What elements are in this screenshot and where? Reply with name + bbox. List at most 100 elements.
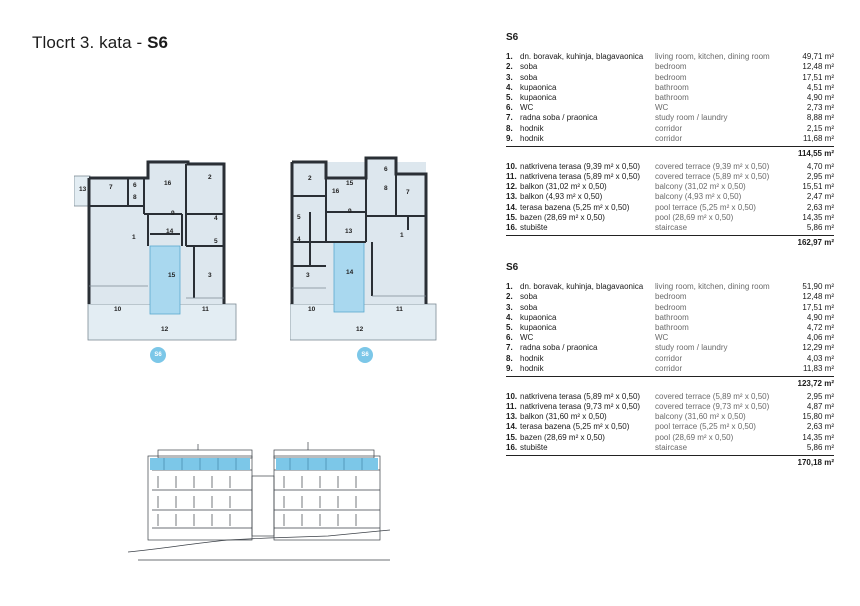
- row-label-hr: bazen (28,69 m² x 0,50): [520, 432, 605, 442]
- pool-shape-right: [333, 241, 365, 313]
- row-label-hr: kupaonica: [520, 92, 557, 102]
- row-area: 4,72 m²: [806, 322, 834, 332]
- row-area: 4,87 m²: [806, 402, 834, 412]
- row-number: 11.: [506, 172, 517, 182]
- row-label-hr: balkon (31,60 m² x 0,50): [520, 412, 607, 422]
- subtotal: 114,55 m²: [506, 145, 834, 158]
- row-label-en: pool terrace (5,25 m² x 0,50): [655, 202, 756, 212]
- pool-shape: [149, 245, 181, 315]
- row-area: 2,15 m²: [806, 123, 834, 133]
- room-label: 8: [133, 194, 137, 201]
- room-label: 2: [308, 175, 312, 182]
- row-label-hr: hodnik: [520, 133, 544, 143]
- row-area: 12,29 m²: [802, 343, 834, 353]
- row-number: 14.: [506, 202, 518, 212]
- row-label-hr: radna soba / praonica: [520, 343, 598, 353]
- room-label: 12: [161, 326, 169, 333]
- room-label: 11: [396, 306, 403, 313]
- row-area: 14,35 m²: [802, 212, 834, 222]
- row-area: 12,48 m²: [802, 292, 834, 302]
- room-label: 6: [133, 182, 137, 189]
- room-label: 6: [384, 166, 388, 173]
- total: 162,97 m²: [506, 235, 834, 247]
- room-label: 7: [406, 189, 410, 196]
- row-label-hr: terasa bazena (5,25 m² x 0,50): [520, 422, 630, 432]
- room-label: 16: [164, 180, 172, 187]
- row-number: 7.: [506, 343, 513, 353]
- room-label: 4: [297, 236, 301, 243]
- table-row: 15.bazen (28,69 m² x 0,50)pool (28,69 m²…: [506, 213, 834, 223]
- row-label-hr: soba: [520, 62, 538, 72]
- row-label-hr: natkrivena terasa (9,73 m² x 0,50): [520, 402, 641, 412]
- row-label-en: balcony (31,60 m² x 0,50): [655, 412, 746, 422]
- floor-plan-left-drawing: [74, 160, 237, 341]
- row-label-hr: kupaonica: [520, 82, 557, 92]
- row-label-hr: soba: [520, 72, 538, 82]
- row-label-hr: natkrivena terasa (5,89 m² x 0,50): [520, 391, 641, 401]
- table-row: 13.balkon (31,60 m² x 0,50)balcony (31,6…: [506, 412, 834, 422]
- row-number: 7.: [506, 113, 513, 123]
- floor-plan-right: 2 15 6 16 7 8 9 5 4 13 1 14 3 10 11 12: [290, 156, 440, 344]
- row-label-en: living room, kitchen, dining room: [655, 52, 770, 62]
- row-area: 51,90 m²: [802, 282, 834, 292]
- room-label: 15: [168, 272, 176, 279]
- row-label-hr: hodnik: [520, 363, 544, 373]
- row-area: 4,90 m²: [806, 312, 834, 322]
- floor-plan-left: 13 7 6 16 2 8 9 4 1 14 5 15 3 10 11 12: [74, 158, 238, 344]
- page-title: Tlocrt 3. kata - S6: [32, 33, 168, 53]
- row-area: 11,68 m²: [803, 133, 834, 143]
- row-label-hr: hodnik: [520, 353, 544, 363]
- row-area: 2,47 m²: [806, 192, 834, 202]
- row-number: 5.: [506, 322, 513, 332]
- row-label-en: balcony (31,02 m² x 0,50): [655, 182, 746, 192]
- plan-right-room-labels: 2 15 6 16 7 8 9 5 4 13 1 14 3 10 11 12: [290, 156, 440, 344]
- row-number: 15.: [506, 432, 518, 442]
- room-label: 2: [208, 174, 212, 181]
- row-label-en: bathroom: [655, 92, 689, 102]
- row-label-hr: bazen (28,69 m² x 0,50): [520, 212, 605, 222]
- row-area: 5,86 m²: [806, 223, 834, 233]
- row-area: 4,51 m²: [806, 82, 834, 92]
- row-label-en: bedroom: [655, 72, 687, 82]
- row-label-hr: stubište: [520, 223, 548, 233]
- room-label: 5: [214, 238, 218, 245]
- row-label-en: pool (28,69 m² x 0,50): [655, 212, 734, 222]
- row-number: 4.: [506, 312, 513, 322]
- table-title: S6: [506, 32, 519, 43]
- total: 170,18 m²: [506, 455, 834, 467]
- table-row: 10.natkrivena terasa (9,39 m² x 0,50)cov…: [506, 162, 834, 172]
- row-number: 10.: [506, 161, 518, 171]
- room-label: 15: [346, 180, 354, 187]
- table-row: 15.bazen (28,69 m² x 0,50)pool (28,69 m²…: [506, 433, 834, 443]
- row-label-hr: kupaonica: [520, 312, 557, 322]
- row-area: 17,51 m²: [802, 302, 834, 312]
- row-area: 11,83 m²: [803, 363, 834, 373]
- room-label: 1: [132, 234, 136, 241]
- table-row: 11.natkrivena terasa (5,89 m² x 0,50)cov…: [506, 172, 834, 182]
- room-label: 10: [114, 306, 122, 313]
- row-area: 15,51 m²: [802, 182, 834, 192]
- building-elevation: [127, 440, 391, 573]
- row-label-en: covered terrace (5,89 m² x 0,50): [655, 391, 770, 401]
- row-label-en: covered terrace (9,39 m² x 0,50): [655, 161, 770, 171]
- room-label: 10: [308, 306, 316, 313]
- row-label-en: bathroom: [655, 82, 689, 92]
- room-label: 5: [297, 214, 301, 221]
- row-label-en: bedroom: [655, 302, 687, 312]
- row-area: 17,51 m²: [802, 72, 834, 82]
